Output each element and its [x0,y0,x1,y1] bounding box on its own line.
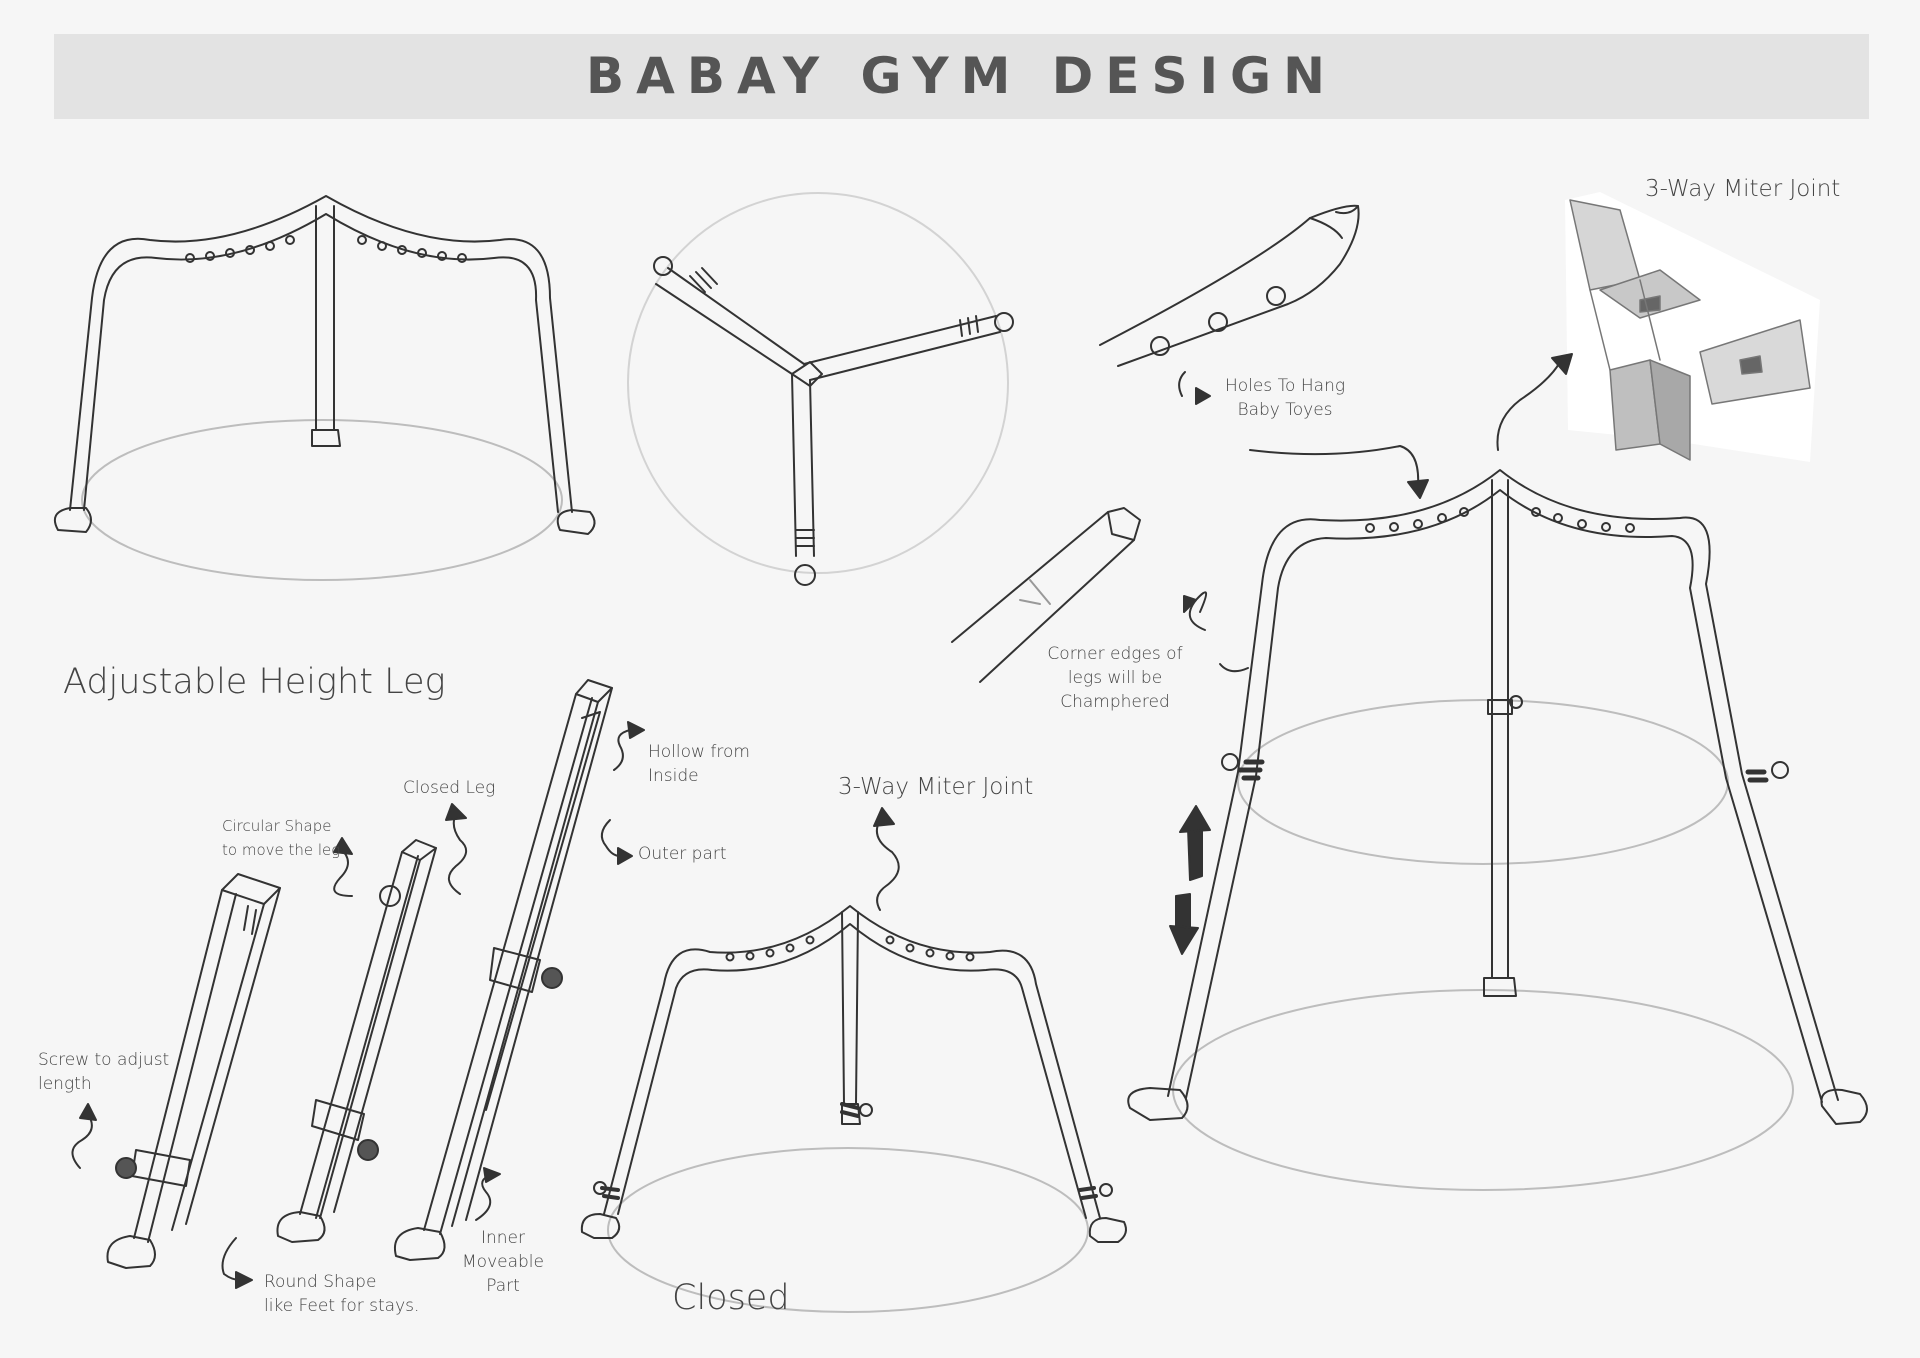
label-inner-line1: Inner [480,1228,525,1248]
toy-holes-row [725,935,975,962]
label-round-shape: Round Shape like Feet for stays. [264,1270,419,1318]
miter-joint-top-view [627,192,1014,586]
toy-holes-row [185,235,467,263]
baby-gym-sketch-large [1127,469,1868,1191]
label-closed-leg: Closed Leg [403,778,496,798]
label-inner-line2: Moveable [462,1252,544,1272]
label-adjustable-height-leg: Adjustable Height Leg [63,662,446,702]
label-miter-joint-top: 3-Way Miter Joint [1645,176,1841,202]
label-hollow-line1: Hollow from [648,742,750,762]
label-hollow-line2: Inside [648,766,699,786]
baby-gym-sketch-closed [580,905,1127,1313]
label-circular-shape: Circular Shape to move the leg [222,814,340,862]
label-hollow-inside: Hollow from Inside [648,740,750,788]
miter-joint-render [1565,192,1820,462]
label-corner-line1: Corner edges of [1047,644,1183,664]
page-title: BABAY GYM DESIGN [586,47,1337,105]
label-round-line1: Round Shape [264,1272,377,1292]
label-holes-line2: Baby Toyes [1237,400,1333,420]
annotation-arrows [71,721,900,1289]
render-arrow [1496,353,1573,451]
label-miter-joint-bottom: 3-Way Miter Joint [838,774,1034,800]
label-outer-part: Outer part [638,844,727,864]
label-round-line2: like Feet for stays. [264,1296,420,1316]
holes-closeup [1099,204,1429,499]
label-screw-adjust: Screw to adjust length [38,1048,169,1096]
label-holes-to-hang: Holes To Hang Baby Toyes [1210,374,1360,422]
toy-holes-row [1365,507,1635,533]
chamfered-leg-closeup [951,507,1249,683]
baby-gym-sketch-open [54,195,596,581]
height-adjust-arrows [1169,805,1211,955]
label-circular-line2: to move the leg [222,841,341,859]
label-screw-line2: length [38,1074,92,1094]
label-circular-line1: Circular Shape [222,817,332,835]
adjustable-legs-sketch [106,679,613,1269]
label-closed: Closed [672,1278,790,1318]
label-inner-line3: Part [486,1276,520,1296]
label-corner-line2: legs will be [1067,668,1163,688]
title-banner: BABAY GYM DESIGN [54,34,1869,119]
label-screw-line1: Screw to adjust [38,1050,170,1070]
label-holes-line1: Holes To Hang [1224,376,1346,396]
label-corner-line3: Champhered [1060,692,1170,712]
label-corner-edges: Corner edges of legs will be Champhered [1040,642,1190,714]
label-inner-moveable-part: Inner Moveable Part [460,1226,546,1298]
